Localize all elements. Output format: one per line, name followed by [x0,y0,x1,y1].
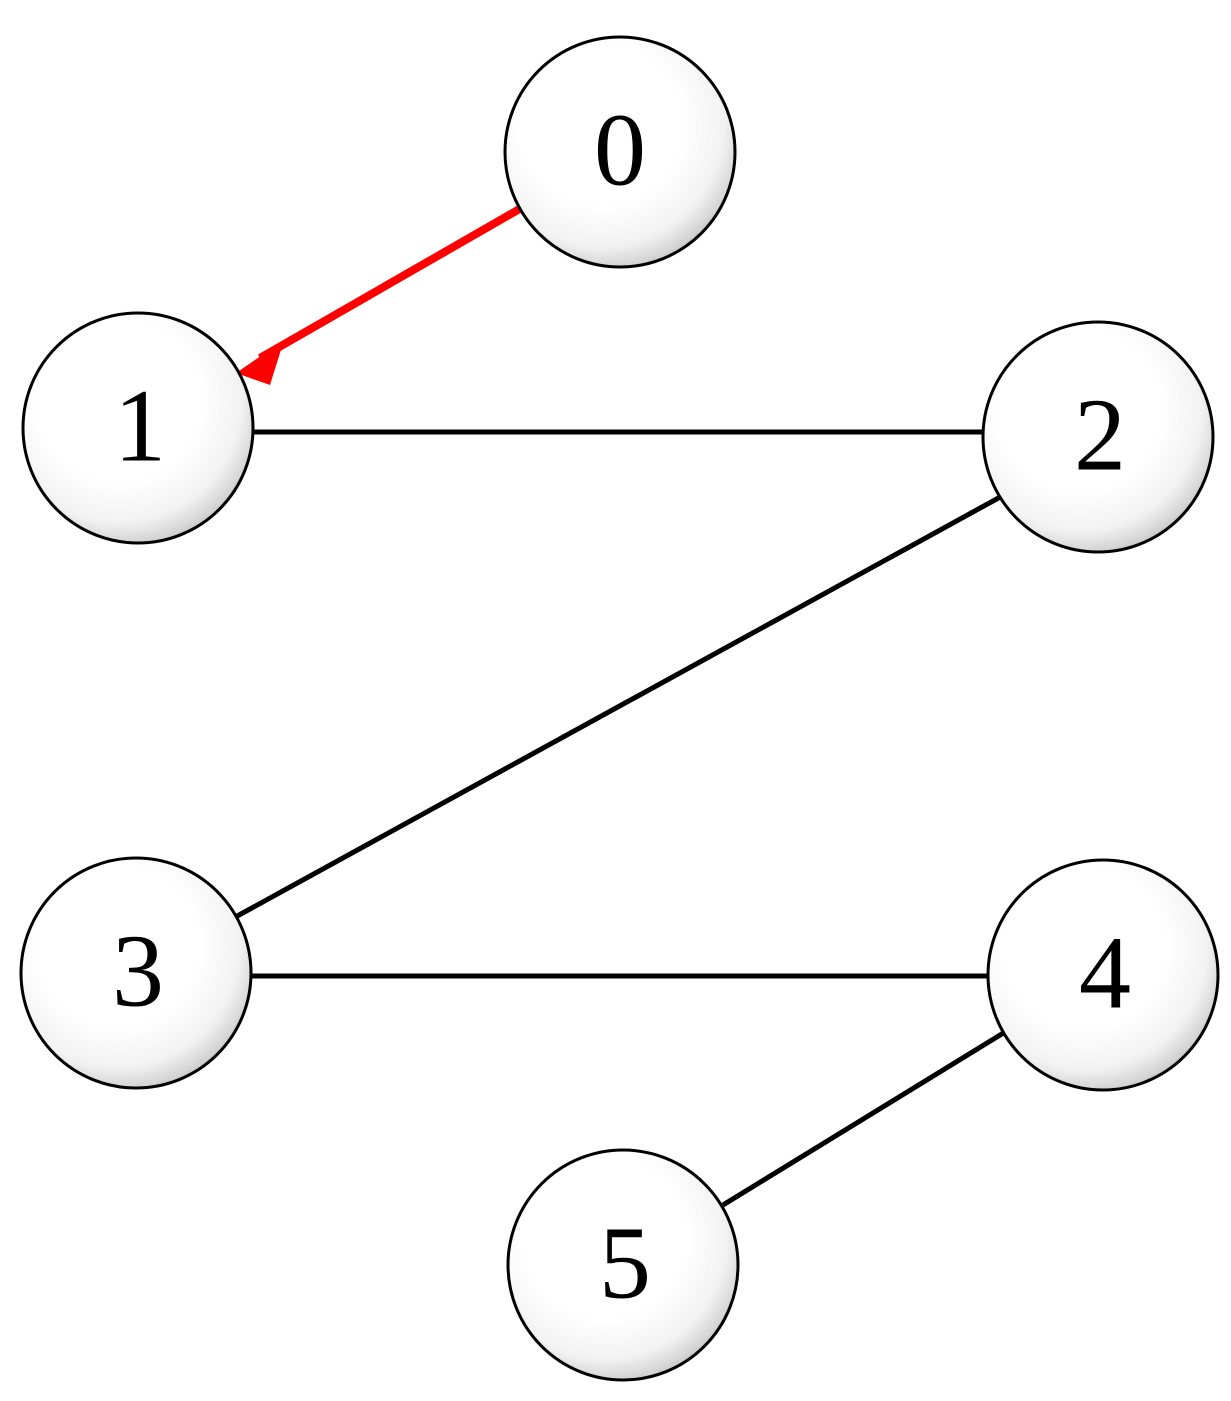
graph-node-0[interactable]: 0 [503,35,737,269]
edge-line [721,1029,1007,1208]
edges-layer [228,203,1015,1208]
graph-node-4[interactable]: 4 [986,858,1220,1092]
node-circle [986,858,1220,1092]
graph-node-3[interactable]: 3 [19,856,253,1090]
node-label: 2 [1074,378,1126,493]
graph-edge-4-5[interactable] [721,1029,1007,1208]
edge-arrowhead-icon [236,340,284,385]
graph-node-5[interactable]: 5 [506,1148,740,1382]
node-circle [981,320,1215,554]
node-circle [503,35,737,269]
node-label: 0 [594,93,646,208]
edge-line [258,203,525,362]
node-circle [21,311,255,545]
graph-edge-2-3[interactable] [228,487,1015,923]
node-circle [19,856,253,1090]
node-label: 3 [112,914,164,1029]
node-label: 4 [1079,916,1131,1031]
graph-node-2[interactable]: 2 [981,320,1215,554]
node-circle [506,1148,740,1382]
edge-line [228,487,1015,923]
node-label: 1 [114,369,166,484]
graph-edge-0-1[interactable] [236,203,525,385]
node-label: 5 [599,1206,651,1321]
graph-node-1[interactable]: 1 [21,311,255,545]
nodes-layer: 0 1 2 3 4 5 [19,35,1220,1382]
